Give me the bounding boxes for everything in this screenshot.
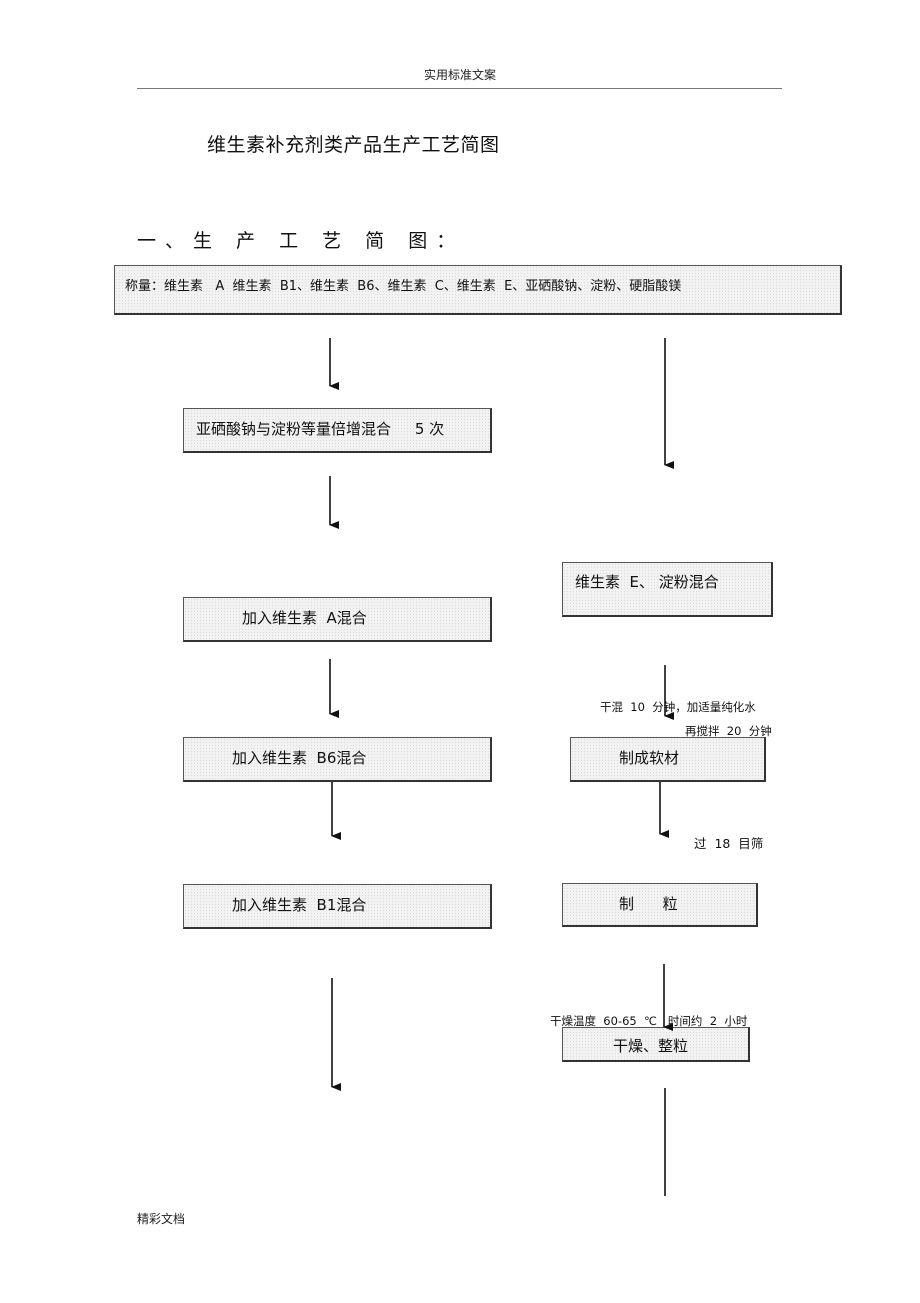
step-add-vitamin-b6: 加入维生素 B6混合 [183,737,492,782]
step-granulation: 制 粒 [562,883,758,927]
page-header: 实用标准文案 [423,68,496,82]
step-drying-sizing: 干燥、整粒 [562,1027,750,1062]
header-divider [137,88,782,89]
step-label: 加入维生素 A混合 [242,609,367,627]
weighing-step-box: 称量：维生素 A 维生素 B1、维生素 B6、维生素 C、维生素 E、亚硒酸钠、… [114,265,842,315]
step-selenite-starch-mix: 亚硒酸钠与淀粉等量倍增混合 5 次 [183,408,492,453]
note-drying-conditions: 干燥温度 60-65 ℃ 时间约 2 小时 [550,1014,748,1028]
step-make-soft-material: 制成软材 [570,737,766,782]
note-dry-mix: 干混 10 分钟，加适量纯化水 [600,700,756,714]
step-label: 干燥、整粒 [613,1037,689,1055]
step-label: 制 粒 [619,895,678,913]
note-sieve: 过 18 目筛 [694,836,764,851]
page-footer: 精彩文档 [137,1212,186,1226]
section-title: 一、生 产 工 艺 简 图： [137,230,465,252]
step-label: 维生素 E、 淀粉混合 [575,573,719,591]
step-label: 制成软材 [619,749,680,767]
step-add-vitamin-a: 加入维生素 A混合 [183,597,492,642]
step-label: 加入维生素 B6混合 [232,749,367,767]
step-vitamin-e-starch-mix: 维生素 E、 淀粉混合 [562,562,773,617]
weighing-step-label: 称量：维生素 A 维生素 B1、维生素 B6、维生素 C、维生素 E、亚硒酸钠、… [125,279,682,294]
document-title: 维生素补充剂类产品生产工艺简图 [207,134,500,156]
step-add-vitamin-b1: 加入维生素 B1混合 [183,884,492,929]
note-stir: 再搅拌 20 分钟 [685,724,772,738]
step-label: 加入维生素 B1混合 [232,896,367,914]
step-label: 亚硒酸钠与淀粉等量倍增混合 5 次 [196,420,445,438]
